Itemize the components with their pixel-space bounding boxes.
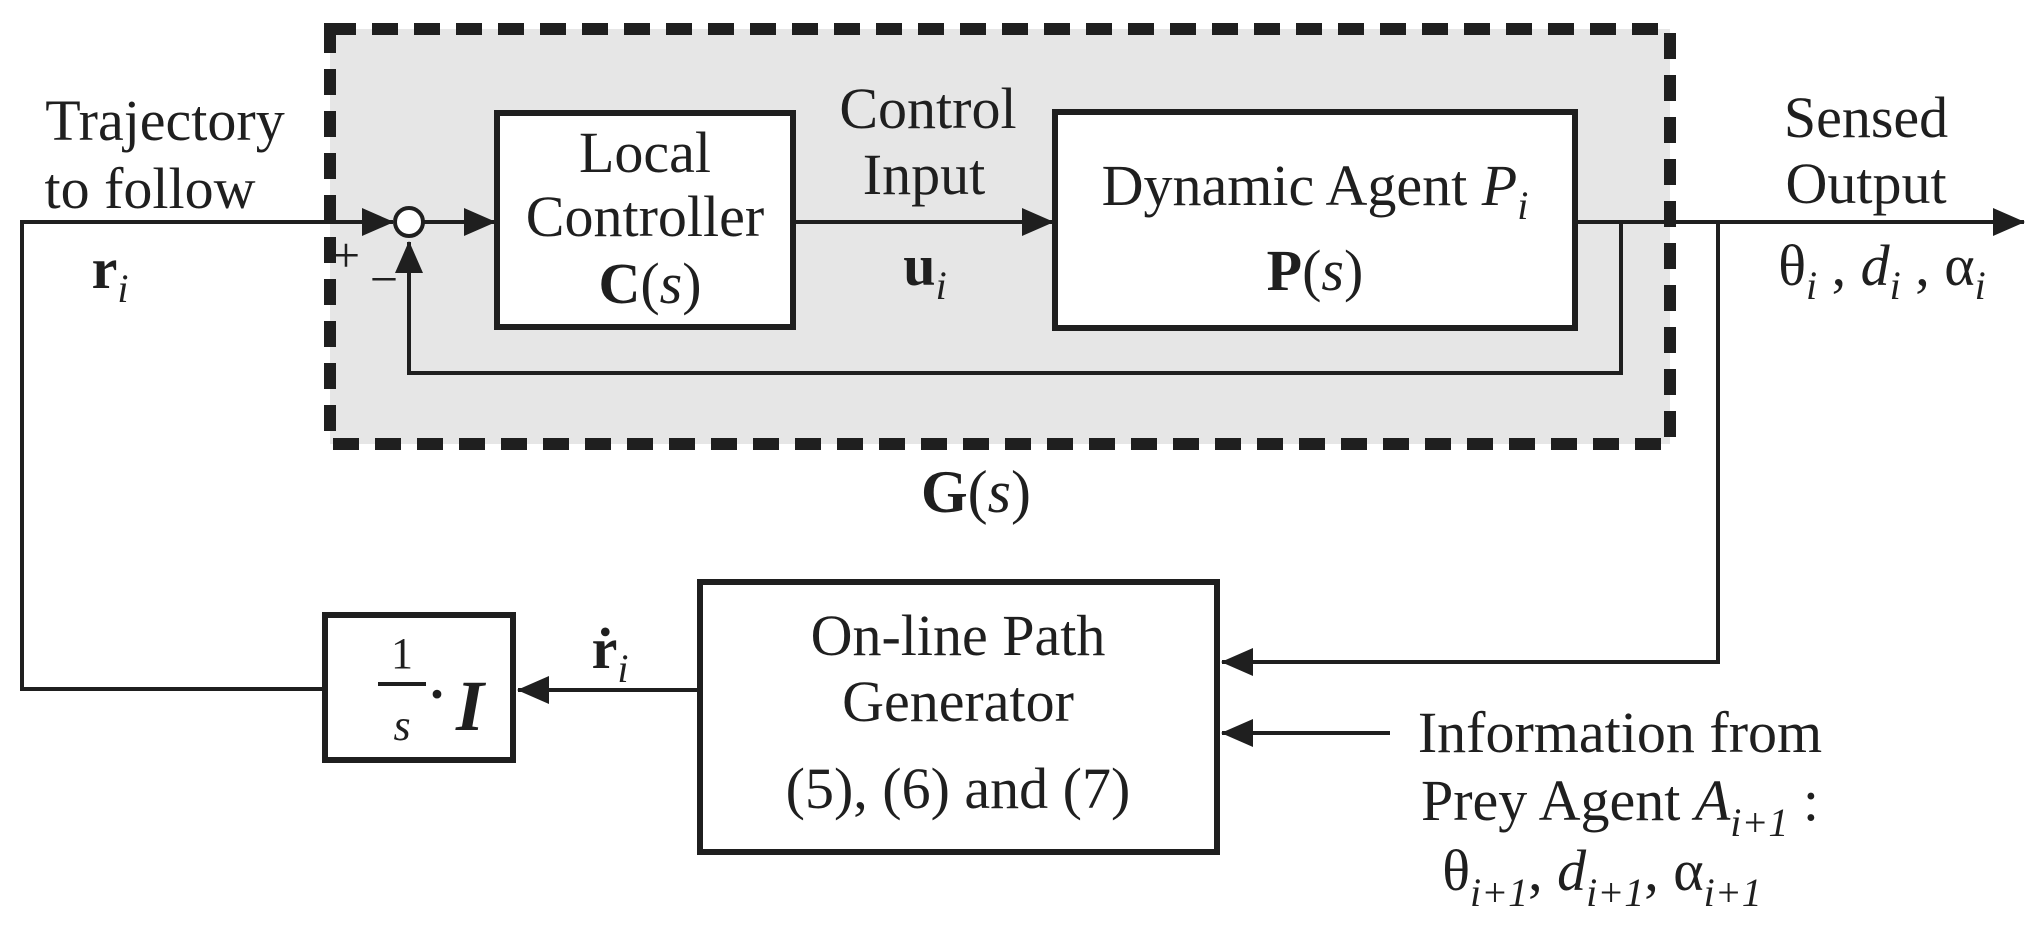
dynamic-agent-box [1052, 109, 1578, 331]
generator-label-line2: Generator [842, 669, 1074, 734]
integrator-denominator: s [393, 701, 410, 750]
online-path-generator-box [697, 579, 1220, 855]
control-input-signal-label: ui [903, 233, 946, 308]
local-controller-box [494, 110, 796, 330]
integrator-to-summing-feed-line [20, 208, 394, 691]
prey-info-label-line2: Prey Agent Ai+1 : [1421, 768, 1819, 845]
sensed-to-generator-line [1221, 222, 1720, 676]
controller-tf-label: C(s) [598, 251, 701, 316]
integrator-box [322, 612, 516, 763]
reference-signal-label: ri [92, 236, 129, 311]
sensed-output-label-line1: Sensed [1784, 85, 1948, 150]
control-input-label-line1: Control [839, 76, 1016, 141]
generator-label-line1: On-line Path [811, 603, 1106, 668]
agent-label-line1: Dynamic Agent Pi [1102, 153, 1529, 228]
integrator-identity-matrix: I [455, 666, 487, 746]
prey-info-signals-label: θi+1, di+1, αi+1 [1442, 838, 1762, 915]
controller-label-line2: Controller [526, 184, 764, 249]
integrator-dot-operator: · [428, 664, 446, 724]
sensed-output-label-line2: Output [1785, 151, 1946, 216]
generator-label-line3: (5), (6) and (7) [786, 756, 1131, 821]
trajectory-label-line1: Trajectory [45, 88, 284, 153]
trajectory-label-line2: to follow [44, 156, 255, 221]
control-input-label-line2: Input [863, 142, 985, 207]
sensed-output-signals-label: θi , di , αi [1778, 233, 1986, 308]
gs-group-label: G(s) [921, 459, 1031, 525]
prey-info-label-line1: Information from [1418, 700, 1822, 765]
controller-label-line1: Local [579, 120, 711, 185]
summing-junction [393, 206, 425, 238]
rdot-signal-label: ṙi [592, 616, 629, 691]
inner-feedback-line [395, 222, 1623, 375]
summing-plus-sign: + [332, 227, 360, 283]
agent-tf-label: P(s) [1267, 238, 1364, 303]
summing-minus-sign: − [370, 251, 398, 307]
integrator-numerator: 1 [391, 629, 413, 678]
